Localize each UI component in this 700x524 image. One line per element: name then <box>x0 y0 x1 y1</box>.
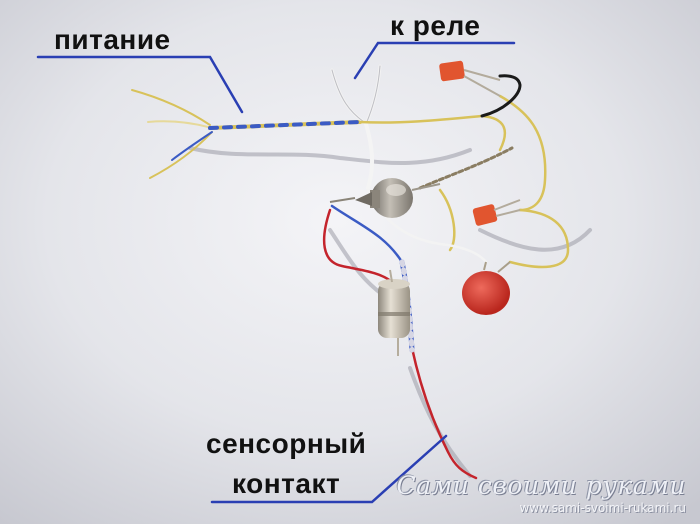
red-wires <box>322 208 478 480</box>
supply-twisted-pair <box>131 89 362 179</box>
watermark-title: Сами своими руками <box>396 471 686 500</box>
twisted-jumper <box>418 146 514 190</box>
transistor <box>329 178 441 218</box>
resistor-top <box>439 60 501 97</box>
watermark: Сами своими руками www.sami-svoimi-rukam… <box>397 472 686 515</box>
relay-label: к реле <box>390 10 481 41</box>
power-pointer-line <box>36 55 244 114</box>
sensor-contact-label-line1: сенсорный <box>206 428 367 459</box>
relay-pointer-line <box>353 41 516 80</box>
watermark-url: www.sami-svoimi-rukami.ru <box>519 500 686 515</box>
resistor-middle <box>472 199 521 226</box>
black-wire <box>480 74 522 118</box>
relay-leads <box>330 64 382 190</box>
sensor-pointer-line <box>210 434 448 504</box>
ceramic-capacitor <box>462 261 511 315</box>
power-label: питание <box>54 24 171 55</box>
electrolytic-capacitor <box>378 269 410 356</box>
annotation-lines <box>36 41 516 504</box>
sensor-contact-label-line2: контакт <box>232 468 341 499</box>
